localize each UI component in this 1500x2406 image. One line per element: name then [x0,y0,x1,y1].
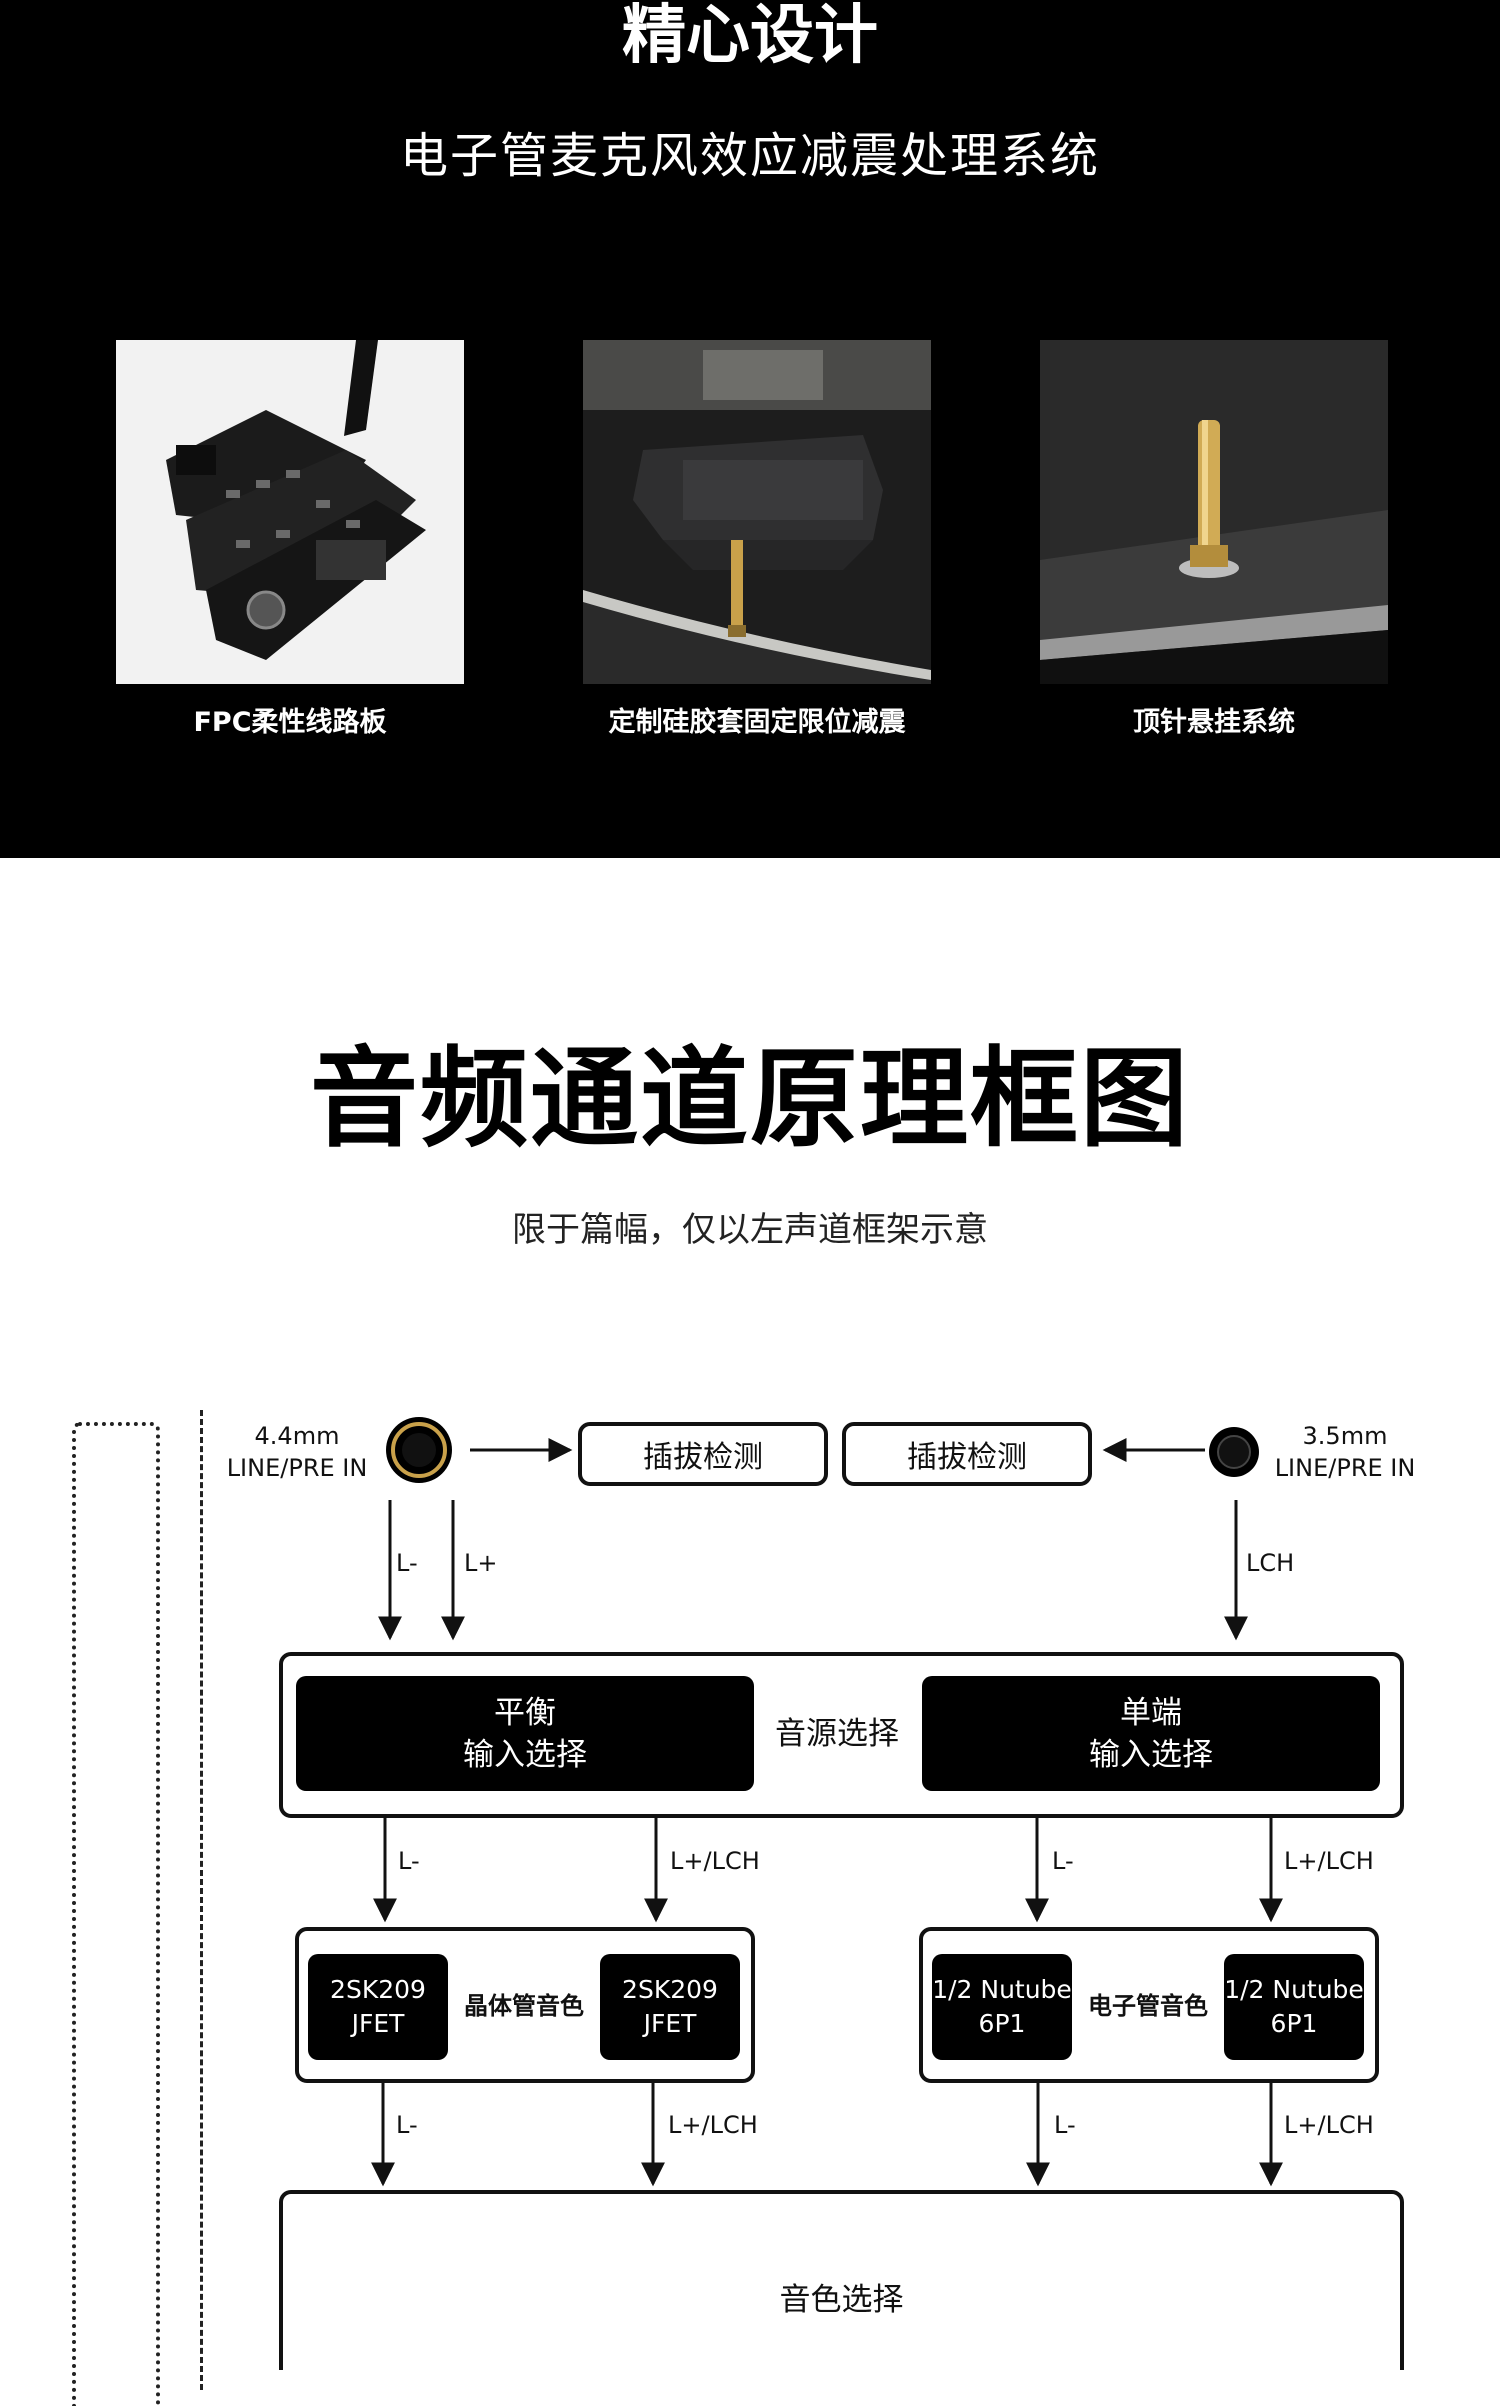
dashed-divider [200,1410,203,2390]
jack-35-type: LINE/PRE IN [1274,1454,1416,1482]
nutube-right: 1/2 Nutube 6P1 [1224,1954,1364,2060]
single-ended-input-select: 单端 输入选择 [922,1676,1380,1791]
nutube-left: 1/2 Nutube 6P1 [932,1954,1072,2060]
plug-detect-right: 插拔检测 [842,1422,1092,1486]
silicone-holder-photo [583,340,931,684]
label-low-b: L+/LCH [668,2111,758,2139]
fpc-caption: FPC柔性线路板 [193,707,387,738]
design-title: 精心设计 [622,0,878,73]
jack-44-type: LINE/PRE IN [226,1454,368,1482]
block-diagram-note: 限于篇幅，仅以左声道框架示意 [512,1210,988,1250]
design-subtitle: 电子管麦克风效应减震处理系统 [399,128,1100,184]
transistor-tone-label: 晶体管音色 [464,1992,584,2020]
jack-44-size: 4.4mm [254,1422,340,1450]
pogo-pin-caption: 顶针悬挂系统 [1133,707,1295,738]
balanced-input-select: 平衡 输入选择 [296,1676,754,1791]
connection-arrows [371,1417,1283,2187]
jfet-right: 2SK209 JFET [600,1954,740,2060]
jack-35-size: 3.5mm [1302,1422,1388,1450]
tone-select-box: 音色选择 [279,2190,1404,2370]
dotted-frame [72,1422,160,2406]
silicone-caption: 定制硅胶套固定限位减震 [608,707,906,738]
plug-detect-left: 插拔检测 [578,1422,828,1486]
jfet-left: 2SK209 JFET [308,1954,448,2060]
label-l-minus-in: L- [396,1549,418,1577]
label-mid-b: L+/LCH [670,1847,760,1875]
label-mid-c: L- [1052,1847,1074,1875]
label-mid-a: L- [398,1847,420,1875]
label-low-a: L- [396,2111,418,2139]
source-select-label: 音源选择 [775,1716,899,1752]
label-mid-d: L+/LCH [1284,1847,1374,1875]
block-diagram: 4.4mm LINE/PRE IN 3.5mm LINE/PRE IN 插拔检测… [0,1380,1500,2406]
tube-tone-label: 电子管音色 [1088,1992,1208,2020]
block-diagram-title: 音频通道原理框图 [309,1037,1190,1162]
fpc-board-photo [116,340,464,684]
label-l-plus-in: L+ [464,1549,498,1577]
pogo-pin-photo [1040,340,1388,684]
label-lch-in: LCH [1246,1549,1295,1577]
design-section: 精心设计 电子管麦克风效应减震处理系统 FPC柔性线路板 [0,0,1500,858]
label-low-d: L+/LCH [1284,2111,1374,2139]
label-low-c: L- [1054,2111,1076,2139]
